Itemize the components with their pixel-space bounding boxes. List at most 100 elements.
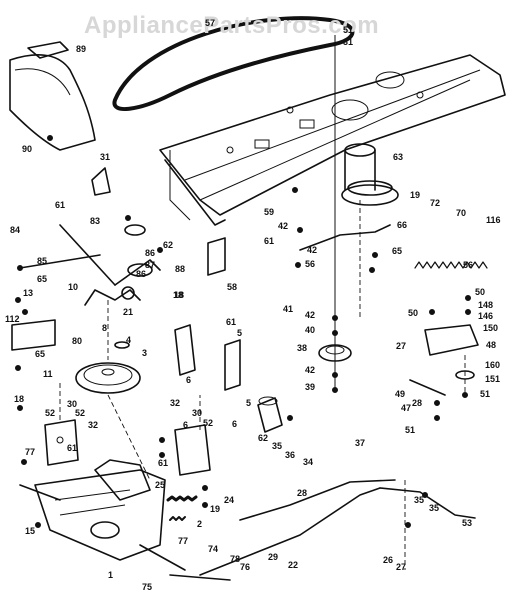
callout: 31 (100, 152, 110, 162)
callout: 28 (412, 398, 422, 408)
callout: 38 (297, 343, 307, 353)
callout: 6 (232, 419, 237, 429)
callout: 40 (305, 325, 315, 335)
extension-spring (414, 261, 488, 269)
callout: 15 (25, 526, 35, 536)
transaxle (19, 459, 186, 571)
callout: 74 (208, 544, 218, 554)
callout: 19 (210, 504, 220, 514)
callout: 51 (405, 425, 415, 435)
callout: 18 (14, 394, 24, 404)
callout: 47 (401, 403, 411, 413)
callout: 59 (264, 207, 274, 217)
callout: 35 (272, 441, 282, 451)
drive-belt (112, 16, 355, 112)
callout: 27 (396, 562, 406, 572)
callout: 62 (163, 240, 173, 250)
callout: 116 (486, 215, 501, 225)
callout: 27 (396, 341, 406, 351)
callout: 32 (170, 398, 180, 408)
callout: 160 (485, 360, 500, 370)
callout: 24 (224, 495, 234, 505)
callout-labels: 89 57 51 31 90 31 63 19 72 70 116 61 59 … (5, 18, 501, 592)
callout: 2 (197, 519, 202, 529)
callout: 8 (102, 323, 107, 333)
callout: 86 (145, 248, 155, 258)
callout: 61 (264, 236, 274, 246)
idler-arm (299, 224, 391, 251)
callout: 21 (123, 307, 133, 317)
callout: 65 (392, 246, 402, 256)
callout: 10 (68, 282, 78, 292)
callout: 61 (55, 200, 65, 210)
callout: 112 (5, 314, 20, 324)
callout: 6 (183, 420, 188, 430)
callout: 5 (237, 328, 242, 338)
callout: 32 (88, 420, 98, 430)
callout: 87 (145, 260, 155, 270)
callout: 56 (463, 260, 473, 270)
callout: 28 (297, 488, 307, 498)
hood-panel (9, 41, 96, 151)
callout: 6 (186, 375, 191, 385)
callout: 30 (192, 408, 202, 418)
mount-bracket (11, 319, 56, 351)
watermark: AppliancePartsPros.com (84, 12, 379, 39)
callout: 3 (142, 348, 147, 358)
callout: 84 (10, 225, 20, 235)
callout: 42 (307, 245, 317, 255)
callout: 13 (23, 288, 33, 298)
callout: 53 (462, 518, 472, 528)
roller (257, 397, 283, 433)
callout: 48 (486, 340, 496, 350)
callout: 61 (67, 443, 77, 453)
drive-pulley (75, 362, 141, 394)
callout: 51 (480, 389, 490, 399)
callout: 35 (414, 495, 424, 505)
callout: 151 (485, 374, 500, 384)
callout: 18 (174, 290, 184, 300)
callout: 85 (37, 256, 47, 266)
callout: 62 (258, 433, 268, 443)
callout: 52 (45, 408, 55, 418)
callout: 52 (75, 408, 85, 418)
callout: 76 (240, 562, 250, 572)
callout: 11 (43, 369, 53, 379)
clutch-rod-assembly (19, 224, 161, 286)
callout: 29 (268, 552, 278, 562)
callout: 80 (72, 336, 82, 346)
callout: 36 (285, 450, 295, 460)
control-rod (199, 487, 381, 576)
callout: 39 (305, 382, 315, 392)
callout: 150 (483, 323, 498, 333)
bracket (207, 237, 226, 276)
callout: 35 (429, 503, 439, 513)
hardware (15, 135, 471, 528)
callout: 4 (126, 335, 131, 345)
callout: 42 (278, 221, 288, 231)
callout: 86 (136, 269, 146, 279)
callout: 41 (283, 304, 293, 314)
callout: 30 (67, 399, 77, 409)
callout: 90 (22, 144, 32, 154)
pivot-link (424, 324, 479, 356)
callout: 66 (397, 220, 407, 230)
callout: 65 (35, 349, 45, 359)
pulley (318, 344, 352, 362)
callout: 50 (475, 287, 485, 297)
callout: 58 (227, 282, 237, 292)
callout: 146 (478, 311, 493, 321)
callout: 51 (343, 25, 353, 35)
callout: 50 (408, 308, 418, 318)
callout: 78 (230, 554, 240, 564)
callout: 34 (303, 457, 313, 467)
callout: 89 (76, 44, 86, 54)
callout: 22 (288, 560, 298, 570)
chassis-frame (159, 54, 506, 226)
callout: 88 (175, 264, 185, 274)
callout: 19 (410, 190, 420, 200)
callout: 42 (305, 365, 315, 375)
callout: 56 (305, 259, 315, 269)
